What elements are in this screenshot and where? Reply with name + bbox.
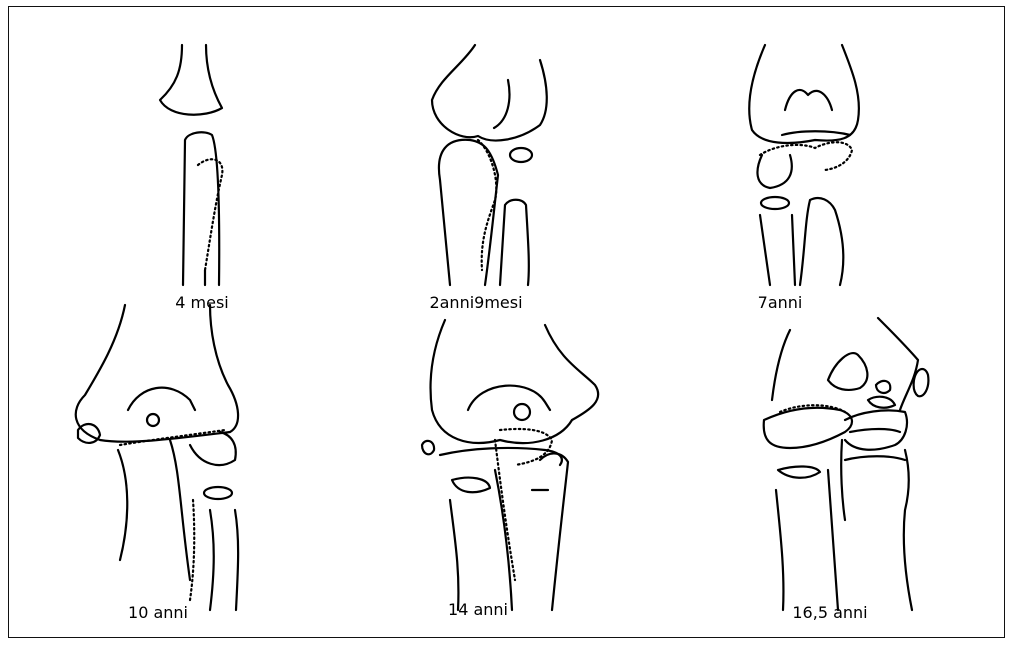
- panel-14-anni: [422, 320, 598, 610]
- caption-16-5-anni: 16,5 anni: [792, 603, 867, 622]
- caption-14-anni: 14 anni: [448, 600, 508, 619]
- panel-4-mesi: [160, 45, 222, 285]
- caption-7-anni: 7anni: [758, 293, 803, 312]
- caption-4-mesi: 4 mesi: [175, 293, 228, 312]
- panel-2-anni-9-mesi: [432, 45, 547, 285]
- panel-10-anni: [76, 305, 238, 610]
- caption-2-anni-9-mesi: 2anni9mesi: [429, 293, 522, 312]
- caption-10-anni: 10 anni: [128, 603, 188, 622]
- panel-16-5-anni: [764, 318, 929, 610]
- panel-7-anni: [749, 45, 859, 285]
